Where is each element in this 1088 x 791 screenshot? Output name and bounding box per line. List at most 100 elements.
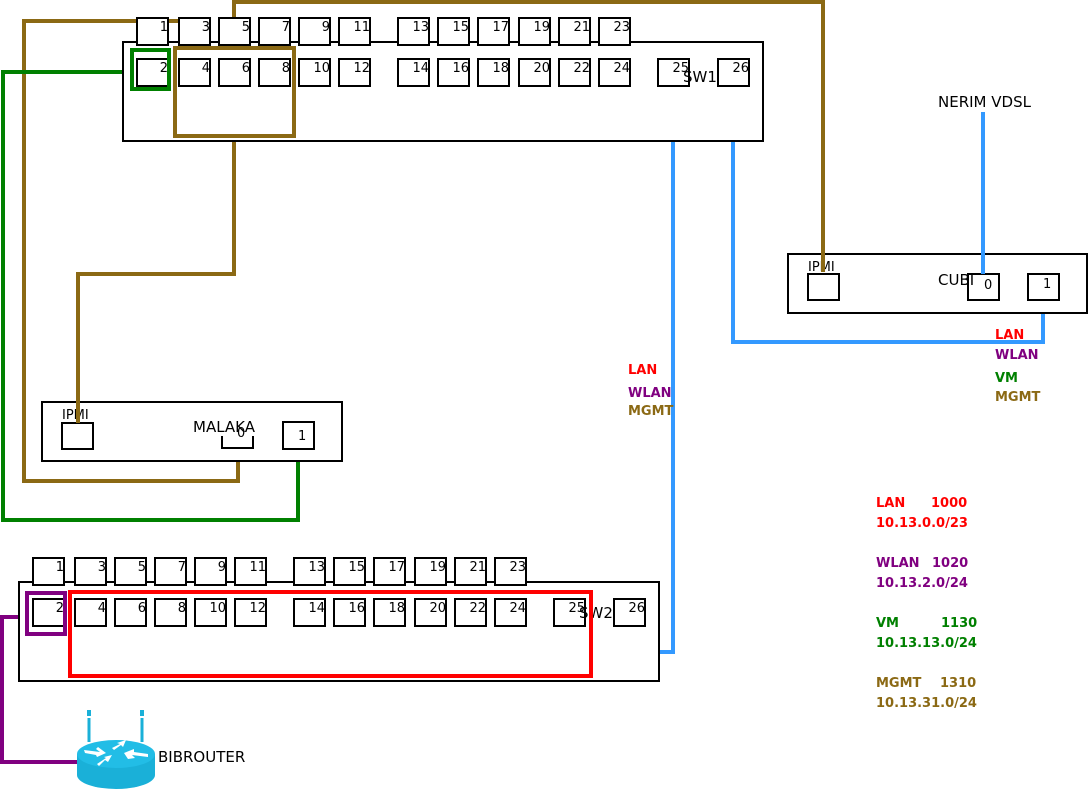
sw2-port-number: 1: [56, 560, 64, 575]
legend-entry-vm: VM 1130 10.13.13.0/24: [876, 616, 977, 651]
trunk-label-mgmt: MGMT: [628, 404, 674, 419]
sw2-port-15: [333, 557, 366, 586]
cubi-port1-num: 1: [1043, 277, 1051, 292]
sw2-port-number: 17: [388, 560, 405, 575]
sw2-port-number: 18: [388, 601, 405, 616]
cubi-port0-num: 0: [984, 278, 992, 293]
legend-vlan-id: 1000: [931, 496, 967, 511]
trunk-label-mgmt: MGMT: [995, 390, 1041, 405]
sw2-port-number: 24: [509, 601, 526, 616]
legend-name: VM: [876, 616, 899, 631]
sw1-port-number: 6: [242, 61, 250, 76]
sw2-wlan-group: [25, 591, 67, 636]
sw2-port-1: [32, 557, 65, 586]
sw1-port-1: [136, 17, 169, 46]
sw1-chassis: [122, 41, 764, 142]
sw2-port-number: 26: [628, 601, 645, 616]
malaka-port1: [282, 421, 315, 450]
cable-sw1-p6-malaka-ipmi: [76, 126, 236, 423]
sw2-port-23: [494, 557, 527, 586]
sw2-port-number: 9: [218, 560, 226, 575]
sw2-label: SW2: [579, 604, 613, 622]
sw1-port-number: 12: [353, 61, 370, 76]
trunk-label-wlan: WLAN: [628, 386, 672, 401]
sw2-port-number: 14: [308, 601, 325, 616]
sw2-port-number: 3: [98, 560, 106, 575]
malaka-port0-num: 0: [237, 426, 245, 441]
sw2-lan-group: [68, 590, 593, 678]
sw2-port-number: 16: [348, 601, 365, 616]
sw1-port-6: [218, 58, 251, 87]
malaka-ipmi-port: [61, 422, 94, 450]
sw1-port-number: 26: [732, 61, 749, 76]
sw1-port-12: [338, 58, 371, 87]
sw1-port-4: [178, 58, 211, 87]
sw2-port-3: [74, 557, 107, 586]
sw1-port-10: [298, 58, 331, 87]
sw2-port-6: [114, 598, 147, 627]
sw2-port-21: [454, 557, 487, 586]
trunk-label-wlan: WLAN: [995, 348, 1039, 363]
sw2-port-19: [414, 557, 447, 586]
server-malaka: IPMI MALAKA 0 1: [41, 401, 343, 462]
sw2-port-22: [454, 598, 487, 627]
sw2-port-number: 5: [138, 560, 146, 575]
vlan-legend: LAN 1000 10.13.0.0/23 WLAN 1020 10.13.2.…: [876, 496, 977, 711]
sw1-port-number: 11: [353, 20, 370, 35]
sw2-port-number: 15: [348, 560, 365, 575]
legend-name: LAN: [876, 496, 905, 511]
trunk-labels-sw1-sw2: LAN WLAN MGMT: [628, 363, 674, 419]
sw2-port-number: 13: [308, 560, 325, 575]
legend-vlan-id: 1130: [941, 616, 977, 631]
sw2-port-number: 22: [469, 601, 486, 616]
sw1-port-20: [518, 58, 551, 87]
sw1-port-number: 21: [573, 20, 590, 35]
sw2-port-4: [74, 598, 107, 627]
sw2-port-24: [494, 598, 527, 627]
trunk-label-lan: LAN: [995, 328, 1024, 343]
legend-vlan-id: 1020: [932, 556, 968, 571]
sw2-port-number: 25: [568, 601, 585, 616]
sw1-vm-group: [130, 48, 171, 91]
sw1-port-15: [437, 17, 470, 46]
sw1-port-number: 18: [492, 61, 509, 76]
sw1-port-23: [598, 17, 631, 46]
cable-sw1-p26-cubi-p1: [731, 126, 1045, 344]
trunk-labels-sw1-cubi: LAN WLAN VM MGMT: [995, 328, 1041, 405]
cubi-label: CUBI: [938, 271, 974, 289]
sw2-port-number: 4: [98, 601, 106, 616]
sw1-port-8: [258, 58, 291, 87]
bibrouter-label: BIBROUTER: [158, 748, 245, 766]
legend-subnet: 10.13.0.0/23: [876, 516, 968, 531]
cable-sw2-p1-bibrouter: [0, 615, 82, 764]
malaka-ipmi-label: IPMI: [62, 408, 89, 423]
malaka-port1-num: 1: [298, 429, 306, 444]
sw1-port-number: 9: [322, 20, 330, 35]
sw1-port-number: 23: [613, 20, 630, 35]
sw2-port-number: 23: [509, 560, 526, 575]
sw2-port-10: [194, 598, 227, 627]
sw1-port-5: [218, 17, 251, 46]
sw1-port-number: 19: [533, 20, 550, 35]
sw1-port-number: 2: [160, 61, 168, 76]
sw2-port-20: [414, 598, 447, 627]
sw2-port-11: [234, 557, 267, 586]
sw1-port-22: [558, 58, 591, 87]
sw1-label: SW1: [683, 68, 717, 86]
legend-entry-lan: LAN 1000 10.13.0.0/23: [876, 496, 968, 531]
sw2-port-number: 19: [429, 560, 446, 575]
sw2-port-17: [373, 557, 406, 586]
sw1-port-number: 4: [202, 61, 210, 76]
sw1-port-number: 25: [672, 61, 689, 76]
sw1-port-9: [298, 17, 331, 46]
sw2-port-number: 2: [56, 601, 64, 616]
sw1-mgmt-group: [173, 46, 296, 138]
sw2-port-18: [373, 598, 406, 627]
legend-name: WLAN: [876, 556, 920, 571]
sw2-port-14: [293, 598, 326, 627]
trunk-label-lan: LAN: [628, 363, 657, 378]
sw1-port-number: 8: [282, 61, 290, 76]
